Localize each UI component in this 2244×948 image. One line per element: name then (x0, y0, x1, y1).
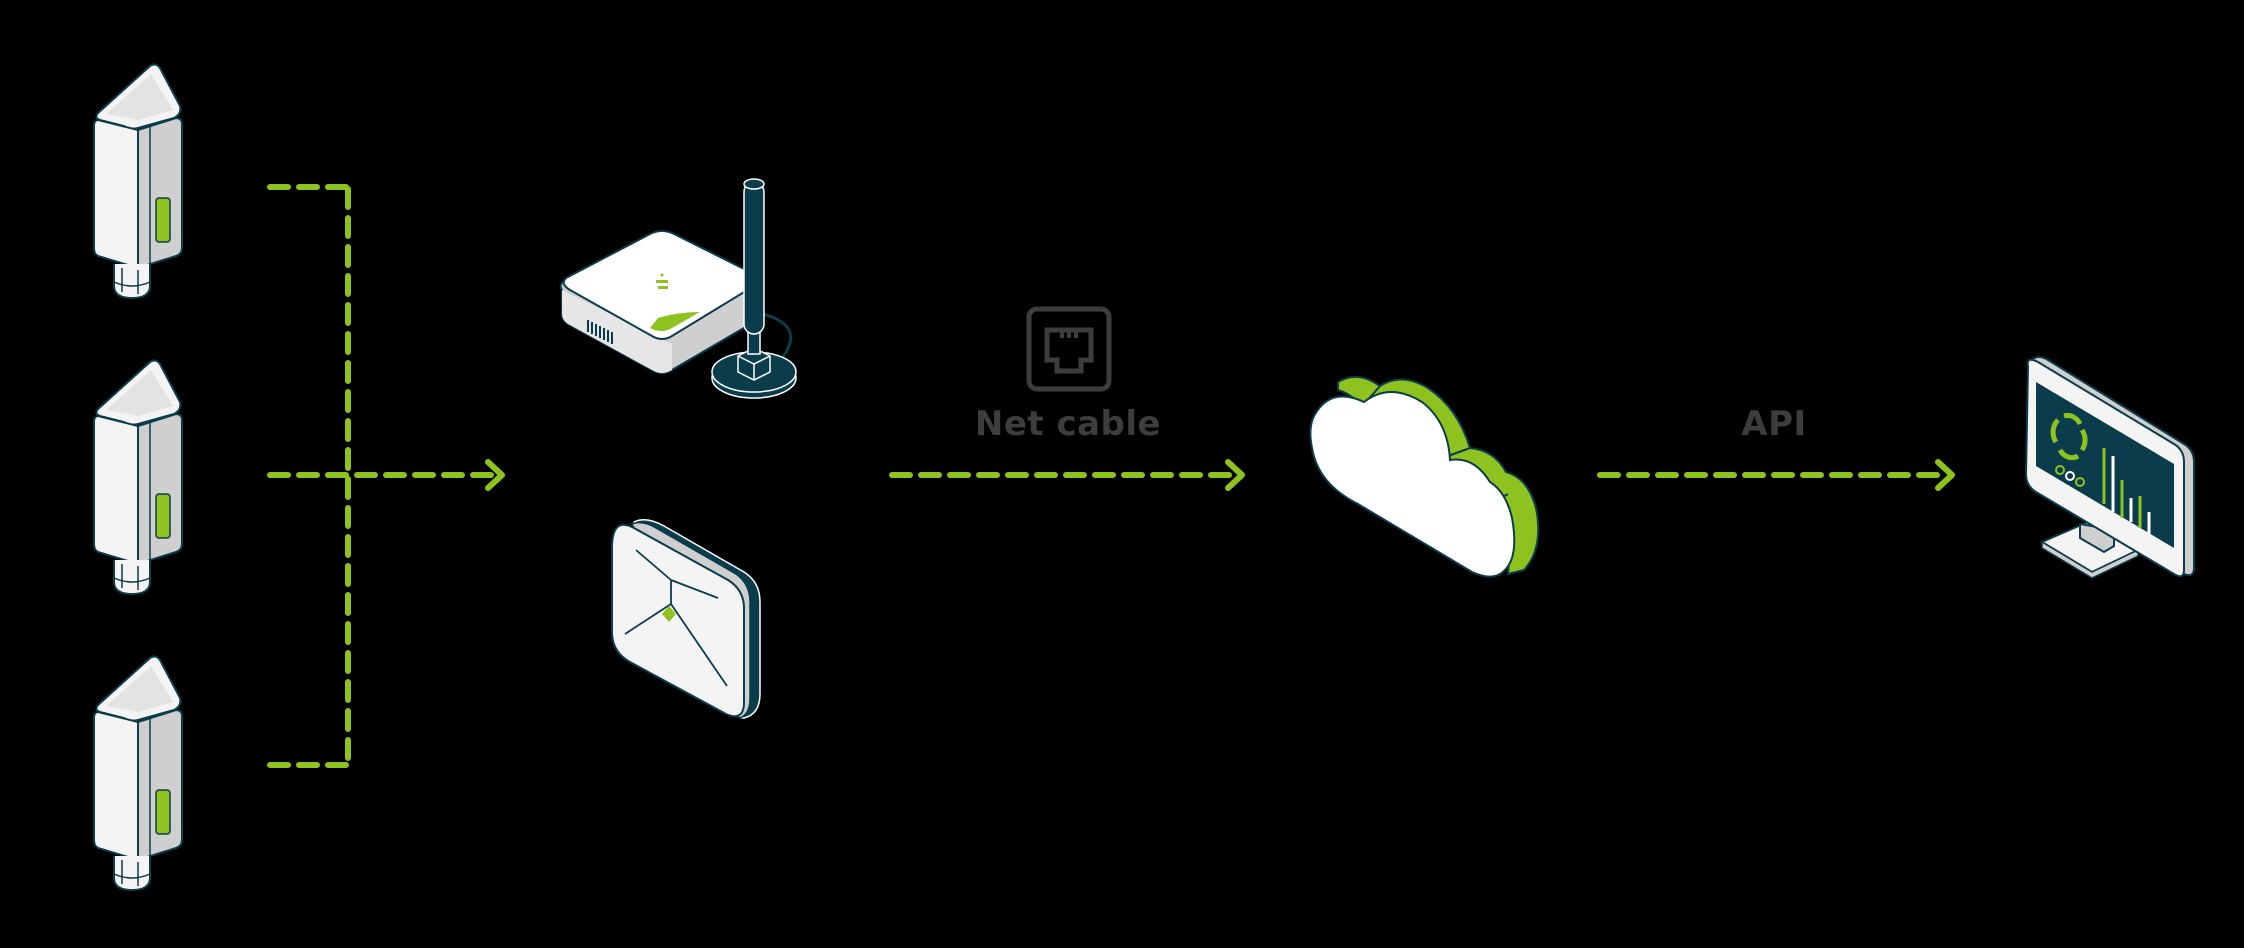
sensor-icon (93, 63, 183, 300)
ethernet-port-icon (1026, 306, 1112, 392)
monitor-dashboard-icon (2024, 356, 2195, 579)
sensor-3 (88, 650, 188, 892)
cloud-node (1298, 368, 1543, 580)
sensor-2 (88, 354, 188, 596)
sensor-icon (93, 359, 183, 596)
monitor-node (2018, 352, 2196, 592)
gateway-router (558, 172, 808, 402)
arrow-cloud-to-monitor (1597, 459, 1955, 491)
sensor-icon (93, 655, 183, 892)
gateway-ceiling (594, 518, 764, 728)
net-cable-connection (1020, 300, 1120, 400)
net-cable-label: Net cable (974, 404, 1162, 444)
ceiling-access-point-icon (611, 519, 761, 719)
arrow-gateway-to-cloud (889, 459, 1245, 491)
cloud-icon (1309, 375, 1540, 578)
api-label: API (1741, 404, 1807, 444)
router-with-antenna-icon (559, 178, 797, 399)
sensor-1 (88, 58, 188, 300)
